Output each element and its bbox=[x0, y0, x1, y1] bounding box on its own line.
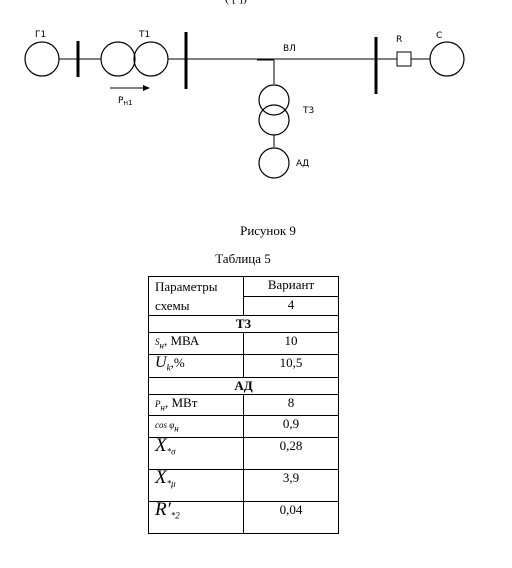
value-cell: 10 bbox=[243, 332, 339, 355]
parameter-subscript: k bbox=[166, 362, 171, 373]
parameter-subscript: н bbox=[159, 340, 164, 351]
value-cell: 0,9 bbox=[243, 415, 339, 438]
transformer-t3-winding-1 bbox=[258, 84, 290, 116]
power-system-diagram: Г1 Т1 Pн1 ВЛ Т3 АД R bbox=[24, 30, 465, 179]
transformer-t3-winding-2 bbox=[258, 104, 290, 136]
parameter-cell: X*σ bbox=[148, 434, 244, 470]
parameter-cell: X*μ bbox=[148, 466, 244, 502]
parameter-unit: , МВА bbox=[163, 333, 200, 348]
section-title: Т3 bbox=[148, 315, 339, 333]
generator-g1-symbol bbox=[24, 41, 60, 77]
parameter-symbol: S bbox=[155, 337, 160, 347]
reactor-symbol bbox=[396, 51, 412, 67]
section-row: АД bbox=[148, 376, 339, 395]
parameter-symbol: U bbox=[155, 353, 167, 371]
parameter-symbol: cos φ bbox=[155, 420, 175, 431]
figure-caption: Рисунок 9 bbox=[240, 223, 296, 238]
generator-g1-label: Г1 bbox=[35, 30, 46, 40]
induction-motor-symbol bbox=[258, 147, 290, 179]
section-row: Т3 bbox=[148, 315, 339, 333]
parameter-cell: Sн, МВА bbox=[148, 332, 244, 355]
table-row: cos φн 0,9 bbox=[148, 415, 339, 438]
param-header-cell: Параметры схемы bbox=[148, 276, 244, 316]
param-header-line2: схемы bbox=[155, 298, 190, 313]
transformer-t1-winding-1 bbox=[100, 41, 136, 77]
param-header-line1: Параметры bbox=[155, 279, 218, 294]
variant-number-cell: 4 bbox=[243, 295, 339, 316]
value-cell: 0,04 bbox=[243, 500, 339, 534]
variant-header-cell: Вариант bbox=[243, 276, 339, 297]
value-cell: 3,9 bbox=[243, 468, 339, 502]
parameter-symbol: R′ bbox=[155, 498, 171, 520]
parameter-symbol: P bbox=[155, 398, 161, 409]
parameter-unit: , МВт bbox=[164, 394, 198, 410]
induction-motor-label: АД bbox=[296, 159, 309, 169]
parameter-cell: Pн, МВт bbox=[148, 393, 244, 417]
value-cell: 8 bbox=[243, 393, 339, 417]
clipped-header-text: ( [ ]) bbox=[225, 0, 247, 6]
table-header-row-1: Параметры схемы Вариант bbox=[148, 276, 339, 316]
transformer-t1-label: Т1 bbox=[138, 30, 150, 40]
parameter-unit: ,% bbox=[170, 354, 185, 370]
transmission-line-label: ВЛ bbox=[283, 44, 296, 54]
parameter-subscript: *μ bbox=[166, 478, 176, 489]
power-flow-arrowhead bbox=[143, 85, 150, 91]
parameter-symbol: X bbox=[155, 466, 167, 488]
parameter-subscript: *σ bbox=[166, 446, 176, 457]
section-title: АД bbox=[148, 376, 339, 395]
parameter-subscript: н bbox=[174, 423, 179, 434]
parameter-symbol: X bbox=[155, 434, 167, 456]
table-caption: Таблица 5 bbox=[215, 251, 271, 266]
value-cell: 10,5 bbox=[243, 353, 339, 378]
transformer-t3-label: Т3 bbox=[302, 106, 314, 116]
power-flow-label: Pн1 bbox=[118, 96, 132, 107]
parameter-subscript: *2 bbox=[170, 510, 180, 521]
parameter-cell: R′*2 bbox=[148, 498, 244, 534]
system-label: С bbox=[436, 31, 442, 41]
transformer-t1-winding-2 bbox=[133, 41, 169, 77]
value-cell: 0,28 bbox=[243, 436, 339, 470]
system-symbol bbox=[429, 41, 465, 77]
parameter-subscript: н bbox=[160, 402, 165, 413]
table-row: Uk,%10,5 bbox=[148, 353, 339, 378]
parameter-cell: Uk,% bbox=[148, 353, 244, 378]
reactor-label: R bbox=[396, 35, 402, 45]
